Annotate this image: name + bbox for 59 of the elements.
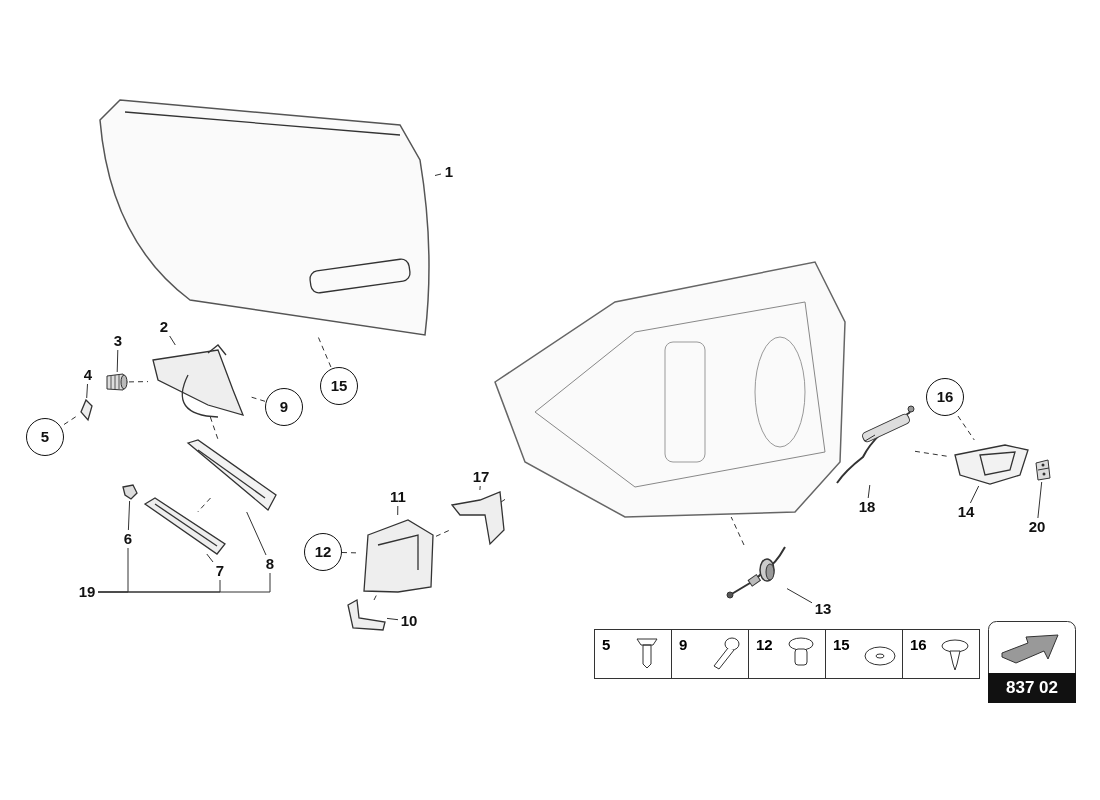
bracket-drawing — [450, 490, 505, 545]
trim-piece-drawing — [345, 600, 387, 632]
callout-number: 12 — [304, 533, 342, 571]
callout-number: 9 — [265, 388, 303, 426]
clip-drawing — [78, 398, 94, 422]
dashed-leader-line — [209, 416, 219, 441]
dashed-leader-line — [341, 552, 359, 554]
release-cable-drawing — [835, 405, 915, 485]
callout-number: 10 — [398, 612, 420, 630]
lock-cylinder-drawing — [105, 372, 129, 392]
leader-line — [397, 505, 399, 516]
callout-number: 16 — [926, 378, 964, 416]
part-number: 9 — [679, 636, 688, 653]
dashed-leader-line — [197, 497, 211, 513]
callout-number: 11 — [387, 488, 409, 506]
leader-line — [786, 588, 813, 604]
cap-drawing — [121, 483, 139, 501]
leader-line — [867, 484, 871, 499]
callout-number: 6 — [120, 530, 136, 548]
part-number: 5 — [602, 636, 611, 653]
leader-line — [97, 572, 271, 593]
part-number: 15 — [833, 636, 850, 653]
callout-number: 4 — [80, 366, 96, 384]
callout-number: 13 — [812, 600, 834, 618]
diagram-number: 837 02 — [988, 673, 1076, 703]
leader-line — [127, 500, 131, 531]
callout-number: 15 — [320, 367, 358, 405]
seal-strip-drawing — [145, 498, 225, 554]
callout-number: 18 — [856, 498, 878, 516]
callout-number: 19 — [76, 583, 98, 601]
callout-number: 17 — [470, 468, 492, 486]
part-number: 16 — [910, 636, 927, 653]
clip-drawing — [1033, 458, 1053, 482]
dashed-leader-line — [316, 334, 332, 368]
leader-line — [169, 335, 176, 346]
leader-line — [206, 553, 214, 563]
leader-line — [246, 511, 267, 556]
leader-line — [86, 383, 88, 399]
part-number: 12 — [756, 636, 773, 653]
dashed-leader-line — [63, 414, 79, 425]
callout-number: 2 — [156, 318, 172, 336]
callout-number: 20 — [1026, 518, 1048, 536]
callout-number: 1 — [441, 163, 457, 181]
callout-number: 7 — [212, 562, 228, 580]
dashed-leader-line — [435, 529, 451, 537]
callout-number: 8 — [262, 555, 278, 573]
leader-line — [479, 485, 481, 491]
callout-number: 5 — [26, 418, 64, 456]
leader-line — [434, 173, 442, 176]
dashed-leader-line — [957, 415, 975, 441]
leader-line — [969, 485, 980, 504]
callout-number: 3 — [110, 332, 126, 350]
cable-drawing — [725, 545, 787, 597]
dashed-leader-line — [128, 381, 149, 383]
callout-number: 14 — [955, 503, 977, 521]
leader-line — [1037, 481, 1043, 519]
leader-line — [386, 617, 399, 621]
leader-line — [116, 349, 119, 373]
dashed-leader-line — [730, 516, 745, 546]
